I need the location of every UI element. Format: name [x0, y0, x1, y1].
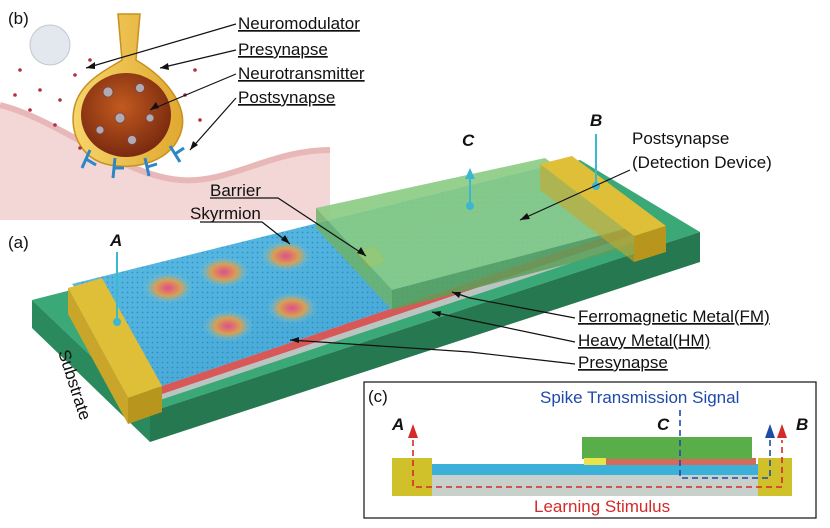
spike-transmission-label: Spike Transmission Signal — [540, 388, 739, 407]
learning-arrow-a — [408, 424, 418, 438]
label-skyrmion: Skyrmion — [190, 204, 261, 223]
c-terminal-b-label: B — [796, 415, 808, 434]
learning-stimulus-path — [412, 440, 783, 488]
electrode-b-front — [634, 226, 666, 262]
spike-arrow-b — [765, 424, 775, 438]
c-barrier — [584, 458, 606, 465]
panel-a-device: Substrate — [32, 134, 700, 442]
neuromodulator-sphere — [29, 24, 71, 66]
learning-arrow-b — [777, 424, 787, 438]
panel-b: (b) — [0, 9, 331, 220]
c-electrode-a — [392, 458, 432, 496]
terminal-b-label: B — [590, 111, 602, 130]
panel-c — [363, 381, 817, 519]
c-heavy-metal — [430, 474, 758, 496]
label-barrier: Barrier — [210, 181, 261, 200]
label-neuromodulator: Neuromodulator — [238, 14, 360, 33]
electrode-a-left — [68, 288, 128, 424]
panel-b-label: (b) — [8, 9, 29, 28]
label-postsynapse-b: Postsynapse — [238, 88, 335, 107]
c-red-interlayer — [606, 458, 756, 465]
label-heavy-metal: Heavy Metal(HM) — [578, 331, 710, 350]
panel-b-annotations — [85, 23, 237, 151]
postsynaptic-membrane — [0, 105, 330, 220]
label-postsynapse-a: Postsynapse — [632, 129, 729, 148]
receptors — [80, 145, 185, 179]
synaptic-vesicles — [95, 83, 155, 145]
terminal-c-label: C — [462, 131, 475, 150]
c-electrode-b — [758, 458, 792, 496]
panel-a-label: (a) — [8, 233, 29, 252]
spike-signal-path — [679, 410, 771, 479]
electrode-a-front — [128, 386, 162, 424]
label-detection-device: (Detection Device) — [632, 153, 772, 172]
electrode-b-left — [540, 164, 634, 262]
substrate-side-right — [150, 232, 700, 442]
c-ferromagnet — [430, 464, 758, 475]
label-presynapse-a: Presynapse — [578, 353, 668, 372]
panel-a-annotations — [200, 169, 631, 365]
terminal-a-label: A — [109, 231, 122, 250]
label-presynapse-b: Presynapse — [238, 40, 328, 59]
c-terminal-a-label: A — [391, 415, 404, 434]
learning-stimulus-label: Learning Stimulus — [534, 497, 670, 516]
c-detector — [582, 437, 752, 459]
panel-c-label: (c) — [368, 387, 388, 406]
detector-side — [392, 226, 636, 310]
skyrmions — [142, 240, 318, 342]
postsynaptic-membrane-edge — [0, 102, 331, 184]
electrode-b-top — [540, 156, 666, 236]
detector-front — [316, 208, 392, 310]
c-terminal-c-label: C — [657, 415, 670, 434]
electrode-a-top — [68, 278, 162, 398]
label-neurotransmitter: Neurotransmitter — [238, 64, 365, 83]
label-ferromagnetic-metal: Ferromagnetic Metal(FM) — [578, 307, 770, 326]
presynaptic-bouton — [81, 73, 171, 157]
